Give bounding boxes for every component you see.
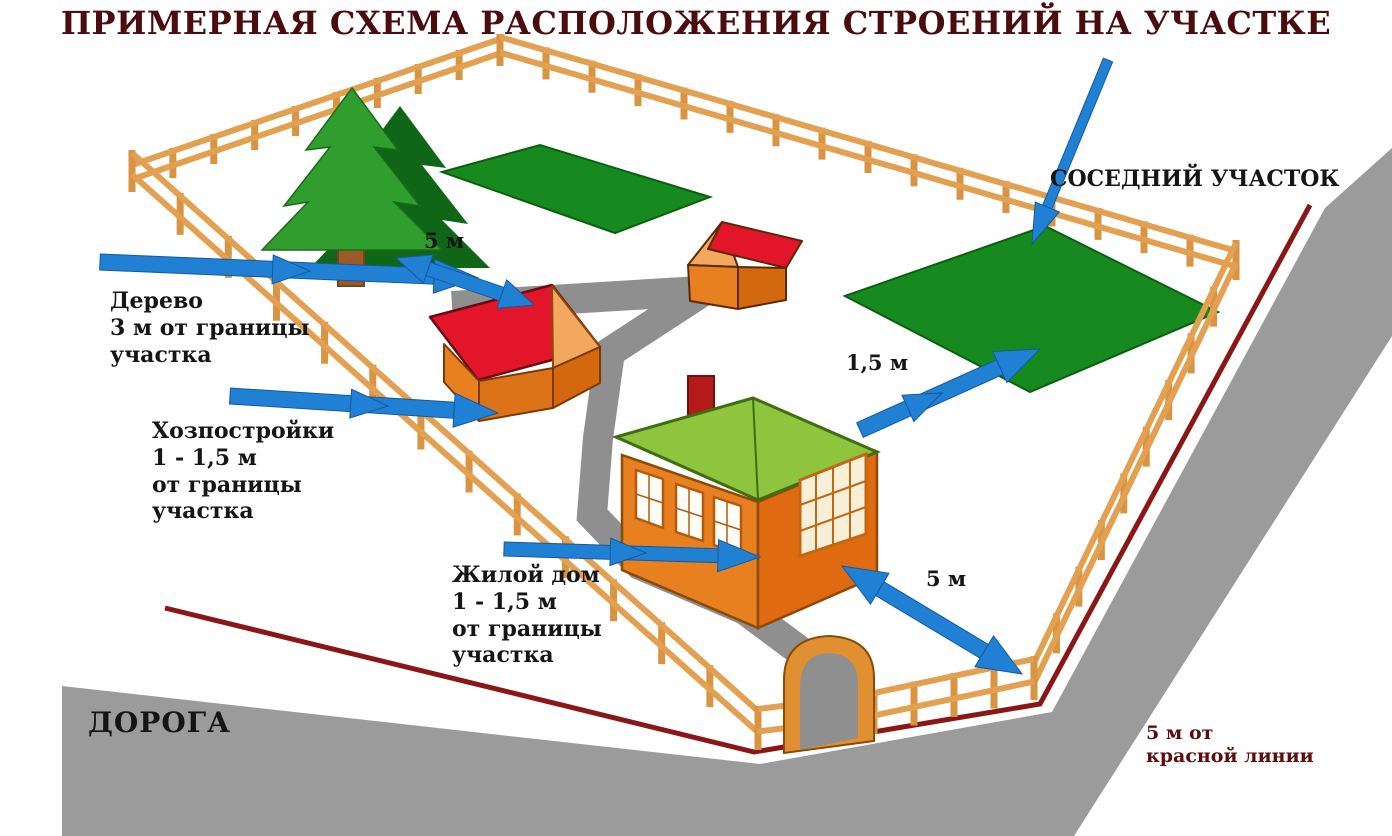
arrow-outbuildings-body (228, 387, 456, 419)
fence-right (1030, 240, 1240, 700)
red-line (164, 203, 1313, 755)
arrow-house-mid-head (609, 537, 648, 567)
red-line-note: 5 м от красной линии (1146, 722, 1314, 768)
road-label: ДОРОГА (88, 706, 231, 739)
arrow-5m-tree-head (394, 254, 434, 285)
outbuildings-rule-label: Хозпостройки 1 - 1,5 м от границы участк… (152, 418, 335, 525)
arrow-outbuildings-mid-head (349, 388, 390, 419)
arrow-neighbor-plot-head (1031, 201, 1061, 246)
page-title: ПРИМЕРНАЯ СХЕМА РАСПОЛОЖЕНИЯ СТРОЕНИЙ НА… (60, 4, 1332, 42)
shed-front-wall (687, 264, 739, 310)
fence-rail-top (499, 34, 1237, 254)
arrow-5m-house-head (974, 635, 1024, 675)
fence-rail-bottom (131, 50, 501, 183)
house-rule-label: Жилой дом 1 - 1,5 м от границы участка (452, 562, 602, 669)
gate-opening (800, 653, 858, 750)
shed-side-wall (737, 266, 787, 310)
lattice-grid (799, 460, 867, 551)
garden-bed-right (842, 224, 1221, 394)
fence-rail-bottom (499, 49, 1237, 270)
fence-rail-bottom (1031, 261, 1239, 685)
arrow-tree-mid-head (271, 254, 312, 285)
fence-rail-bottom (873, 678, 1035, 719)
shed (687, 221, 803, 310)
arrow-outbuildings-head (452, 392, 500, 428)
distance-arrows (99, 57, 1114, 675)
main-house (611, 375, 881, 630)
tree-rule-label: Дерево 3 м от границы участка (110, 288, 310, 368)
arrow-5m-tree-head (496, 278, 536, 309)
distance-bed-1-5m: 1,5 м (846, 350, 909, 375)
fence-rail-top (131, 36, 501, 168)
window-mullions (635, 474, 742, 550)
gate (783, 634, 875, 755)
distance-house-5m: 5 м (926, 566, 967, 591)
arrow-1-5m-mid-head (901, 392, 944, 423)
neighbor-plot-label: СОСЕДНИЙ УЧАСТОК (1050, 166, 1340, 192)
fence (128, 34, 1240, 750)
roof-hip-edge (752, 397, 759, 501)
fence-rail-top (130, 150, 760, 714)
fence-rail-top (1031, 241, 1239, 665)
outbuilding-wall-right (552, 346, 601, 409)
arrow-5m-house-body (874, 581, 990, 659)
arrow-house-head (716, 538, 762, 573)
road-surface (62, 148, 1392, 836)
fence-back-right (496, 34, 1240, 280)
fir-front (260, 86, 444, 251)
garden-bed-top (438, 143, 714, 235)
arrow-5m-house-head (840, 565, 890, 605)
distance-tree-5m: 5 м (424, 228, 465, 253)
arrow-1-5m-head (992, 348, 1042, 384)
outbuilding (428, 283, 602, 422)
